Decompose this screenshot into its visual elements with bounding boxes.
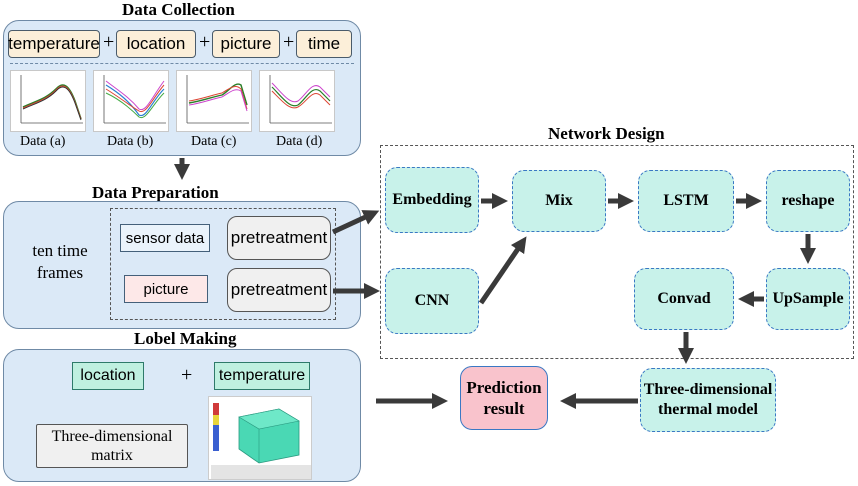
chart-caption-a: Data (a) bbox=[20, 134, 66, 149]
picture-box: picture bbox=[124, 275, 208, 303]
plus-sign: + bbox=[199, 31, 211, 53]
chart-caption-b: Data (b) bbox=[107, 134, 154, 149]
chart-thumbnail-a bbox=[10, 70, 86, 132]
data-collection-title: Data Collection bbox=[122, 0, 235, 19]
chart-caption-c: Data (c) bbox=[191, 134, 237, 149]
plus-sign: + bbox=[103, 31, 115, 53]
plus-sign: + bbox=[283, 31, 295, 53]
network-design-group bbox=[380, 145, 854, 359]
three-dimensional-matrix-box: Three-dimensional matrix bbox=[36, 424, 188, 468]
temperature-input-box: temperature bbox=[8, 30, 100, 58]
label-making-title: Lobel Making bbox=[134, 329, 237, 348]
convad-node: Convad bbox=[634, 268, 734, 330]
picture-input-box: picture bbox=[212, 30, 280, 58]
chart-thumbnail-c bbox=[176, 70, 252, 132]
data-preparation-title: Data Preparation bbox=[92, 183, 219, 202]
time-input-box: time bbox=[296, 30, 352, 58]
prediction-result-node: Prediction result bbox=[460, 366, 548, 430]
plus-sign: + bbox=[181, 364, 193, 386]
cube-plot-thumbnail bbox=[211, 403, 311, 479]
chart-thumbnail-d bbox=[259, 70, 335, 132]
location-label-box: location bbox=[72, 362, 144, 390]
divider bbox=[10, 63, 354, 64]
reshape-node: reshape bbox=[766, 170, 850, 232]
line-chart-thumbnail bbox=[269, 75, 332, 124]
thermal-matrix-thumbnail bbox=[208, 396, 312, 480]
location-input-box: location bbox=[116, 30, 196, 58]
pretreatment-group bbox=[110, 208, 336, 320]
network-design-title: Network Design bbox=[548, 124, 665, 143]
chart-thumbnail-b bbox=[93, 70, 169, 132]
line-chart-thumbnail bbox=[20, 75, 83, 124]
line-chart-thumbnail bbox=[103, 75, 166, 124]
mix-node: Mix bbox=[512, 170, 606, 232]
ten-time-frames-label: ten time frames bbox=[32, 241, 88, 283]
embedding-node: Embedding bbox=[385, 167, 479, 233]
sensor-data-box: sensor data bbox=[120, 224, 210, 252]
upsample-node: UpSample bbox=[766, 268, 850, 330]
chart-caption-d: Data (d) bbox=[276, 134, 323, 149]
pretreatment-box-sensor: pretreatment bbox=[227, 216, 331, 260]
cnn-node: CNN bbox=[385, 268, 479, 334]
thermal-model-node: Three-dimensional thermal model bbox=[640, 368, 776, 432]
line-chart-thumbnail bbox=[186, 75, 249, 124]
pretreatment-box-picture: pretreatment bbox=[227, 268, 331, 312]
temperature-label-box: temperature bbox=[214, 362, 310, 390]
lstm-node: LSTM bbox=[638, 170, 734, 232]
